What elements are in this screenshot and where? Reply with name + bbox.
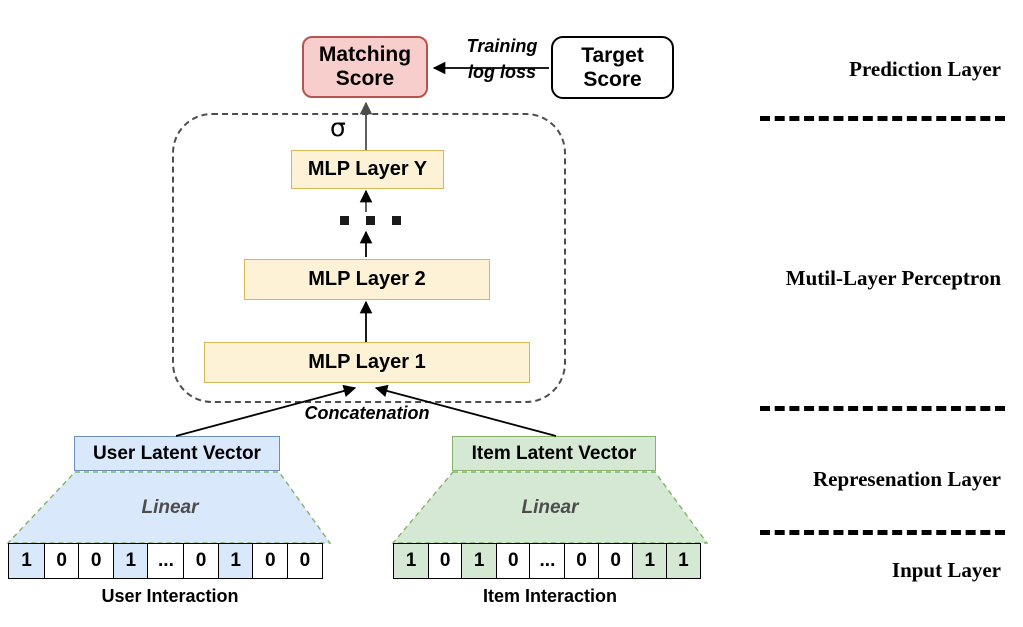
item-interaction-caption: Item Interaction (482, 586, 618, 606)
mlp-layer-y-node[interactable]: MLP Layer Y (291, 150, 444, 189)
vector-cell: 1 (112, 543, 149, 579)
vector-cell: 1 (632, 543, 668, 579)
item-latent-vector-node[interactable]: Item Latent Vector (452, 436, 656, 471)
vector-cell: 1 (461, 543, 498, 579)
vector-cell: 1 (217, 543, 254, 579)
vector-cell: 0 (427, 543, 463, 579)
mlp-ellipsis-dots (340, 216, 401, 225)
item-linear-label: Linear (521, 497, 579, 518)
concatenation-label: Concatenation (304, 403, 430, 423)
vector-cell: 0 (252, 543, 289, 579)
layer-separator-3 (760, 530, 1005, 535)
mlp-layer-1-node[interactable]: MLP Layer 1 (204, 342, 530, 383)
target-score-node[interactable]: Target Score (551, 36, 674, 99)
user-latent-vector-node[interactable]: User Latent Vector (74, 436, 280, 471)
layer-separator-2 (760, 406, 1005, 411)
sigma-activation-label: σ (330, 113, 346, 142)
vector-cell: 0 (597, 543, 634, 579)
ellipsis-dot (392, 216, 401, 225)
vector-cell: 1 (393, 543, 429, 579)
layer-label-prediction: Prediction Layer (849, 57, 1001, 81)
vector-cell: 1 (665, 543, 701, 579)
vector-cell: 0 (286, 543, 323, 579)
vector-cell: ... (147, 543, 185, 579)
user-linear-label: Linear (141, 497, 199, 518)
vector-cell: 0 (78, 543, 115, 579)
vector-cell: 0 (495, 543, 531, 579)
vector-cell: 0 (43, 543, 80, 579)
layer-separator-1 (760, 116, 1005, 121)
vector-cell: 0 (183, 543, 220, 579)
vector-cell: 0 (564, 543, 600, 579)
ellipsis-dot (366, 216, 375, 225)
training-log-loss-label: Training log loss (466, 36, 538, 83)
ellipsis-dot (340, 216, 349, 225)
vector-cell: ... (529, 543, 566, 579)
mlp-layer-2-node[interactable]: MLP Layer 2 (244, 259, 490, 300)
layer-label-representation: Represenation Layer (812, 467, 1001, 491)
user-interaction-caption: User Interaction (101, 586, 239, 606)
matching-score-node[interactable]: Matching Score (302, 36, 428, 98)
layer-label-input: Input Layer (891, 558, 1001, 582)
layer-label-mlp: Mutil-Layer Perceptron (785, 266, 1001, 290)
vector-cell: 1 (8, 543, 45, 579)
